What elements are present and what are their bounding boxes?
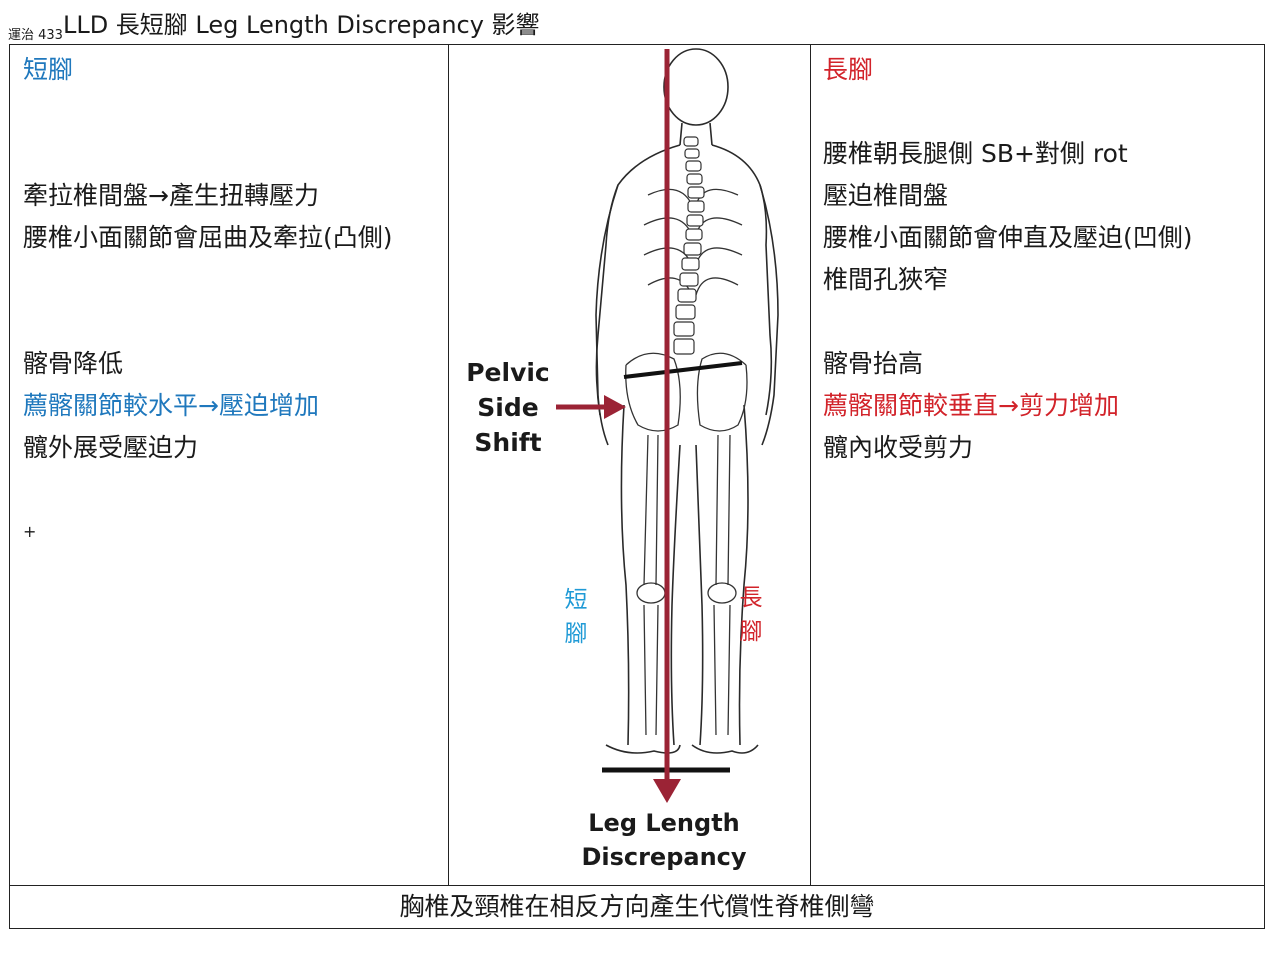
title-text: LLD 長短腳 Leg Length Discrepancy 影響: [62, 11, 540, 39]
long-leg-effect-7: 髖內收受剪力: [823, 433, 974, 462]
plumb-arrow-head: [653, 779, 681, 803]
leg-length-figure: Pelvic Side Shift 短 腳 長 腳 Leg Length Dis…: [448, 45, 810, 885]
long-leg-effect-1: 腰椎朝長腿側 SB+對側 rot: [823, 139, 1128, 168]
spine-vertebrae: [673, 136, 705, 355]
short-leg-effect-2: 腰椎小面關節會屈曲及牽拉(凸側): [23, 223, 393, 252]
skeleton-bones: [625, 188, 748, 736]
short-leg-label-2: 腳: [565, 621, 588, 647]
pelvic-label-3: Shift: [474, 428, 541, 457]
content-table: 短腳 牽拉椎間盤→產生扭轉壓力 腰椎小面關節會屈曲及牽拉(凸側) 髂骨降低 薦髂…: [9, 44, 1265, 929]
bottom-label-1: Leg Length: [588, 809, 740, 837]
page-title: 運治 433LLD 長短腳 Leg Length Discrepancy 影響: [8, 8, 540, 43]
footer-summary: 胸椎及頸椎在相反方向產生代償性脊椎側彎: [399, 892, 875, 921]
pelvic-tilt-line: [623, 361, 743, 379]
title-prefix: 運治 433: [8, 28, 63, 43]
column-divider-2: [810, 45, 811, 885]
long-leg-effect-2: 壓迫椎間盤: [823, 181, 949, 210]
long-leg-effect-6: 薦髂關節較垂直→剪力增加: [823, 391, 1119, 420]
short-leg-effect-4: 薦髂關節較水平→壓迫增加: [23, 391, 319, 420]
long-leg-label-2: 腳: [740, 619, 763, 645]
long-leg-column: 長腳 腰椎朝長腿側 SB+對側 rot 壓迫椎間盤 腰椎小面關節會伸直及壓迫(凹…: [810, 45, 1264, 885]
long-leg-effect-4: 椎間孔狹窄: [823, 265, 949, 294]
long-leg-effect-3: 腰椎小面關節會伸直及壓迫(凹側): [823, 223, 1193, 252]
short-leg-label-1: 短: [565, 587, 588, 613]
bottom-label-2: Discrepancy: [581, 843, 746, 871]
footer-divider: [10, 885, 1264, 886]
pelvic-shift-arrow-head: [604, 395, 626, 419]
body-outline: [595, 48, 779, 754]
short-leg-plus: +: [23, 522, 37, 541]
short-leg-effect-5: 髖外展受壓迫力: [23, 433, 199, 462]
long-leg-label-1: 長: [740, 585, 763, 611]
short-leg-effect-3: 髂骨降低: [23, 349, 124, 378]
short-leg-column: 短腳 牽拉椎間盤→產生扭轉壓力 腰椎小面關節會屈曲及牽拉(凸側) 髂骨降低 薦髂…: [10, 45, 448, 885]
column-divider-1: [448, 45, 449, 885]
long-leg-effect-5: 髂骨抬高: [823, 349, 924, 378]
long-leg-heading: 長腳: [823, 55, 874, 84]
short-leg-heading: 短腳: [23, 55, 74, 84]
skeleton-illustration: Pelvic Side Shift 短 腳 長 腳 Leg Length Dis…: [466, 48, 779, 871]
pelvic-label-1: Pelvic: [466, 358, 550, 387]
short-leg-effect-1: 牽拉椎間盤→產生扭轉壓力: [23, 181, 319, 210]
pelvic-label-2: Side: [477, 393, 538, 422]
